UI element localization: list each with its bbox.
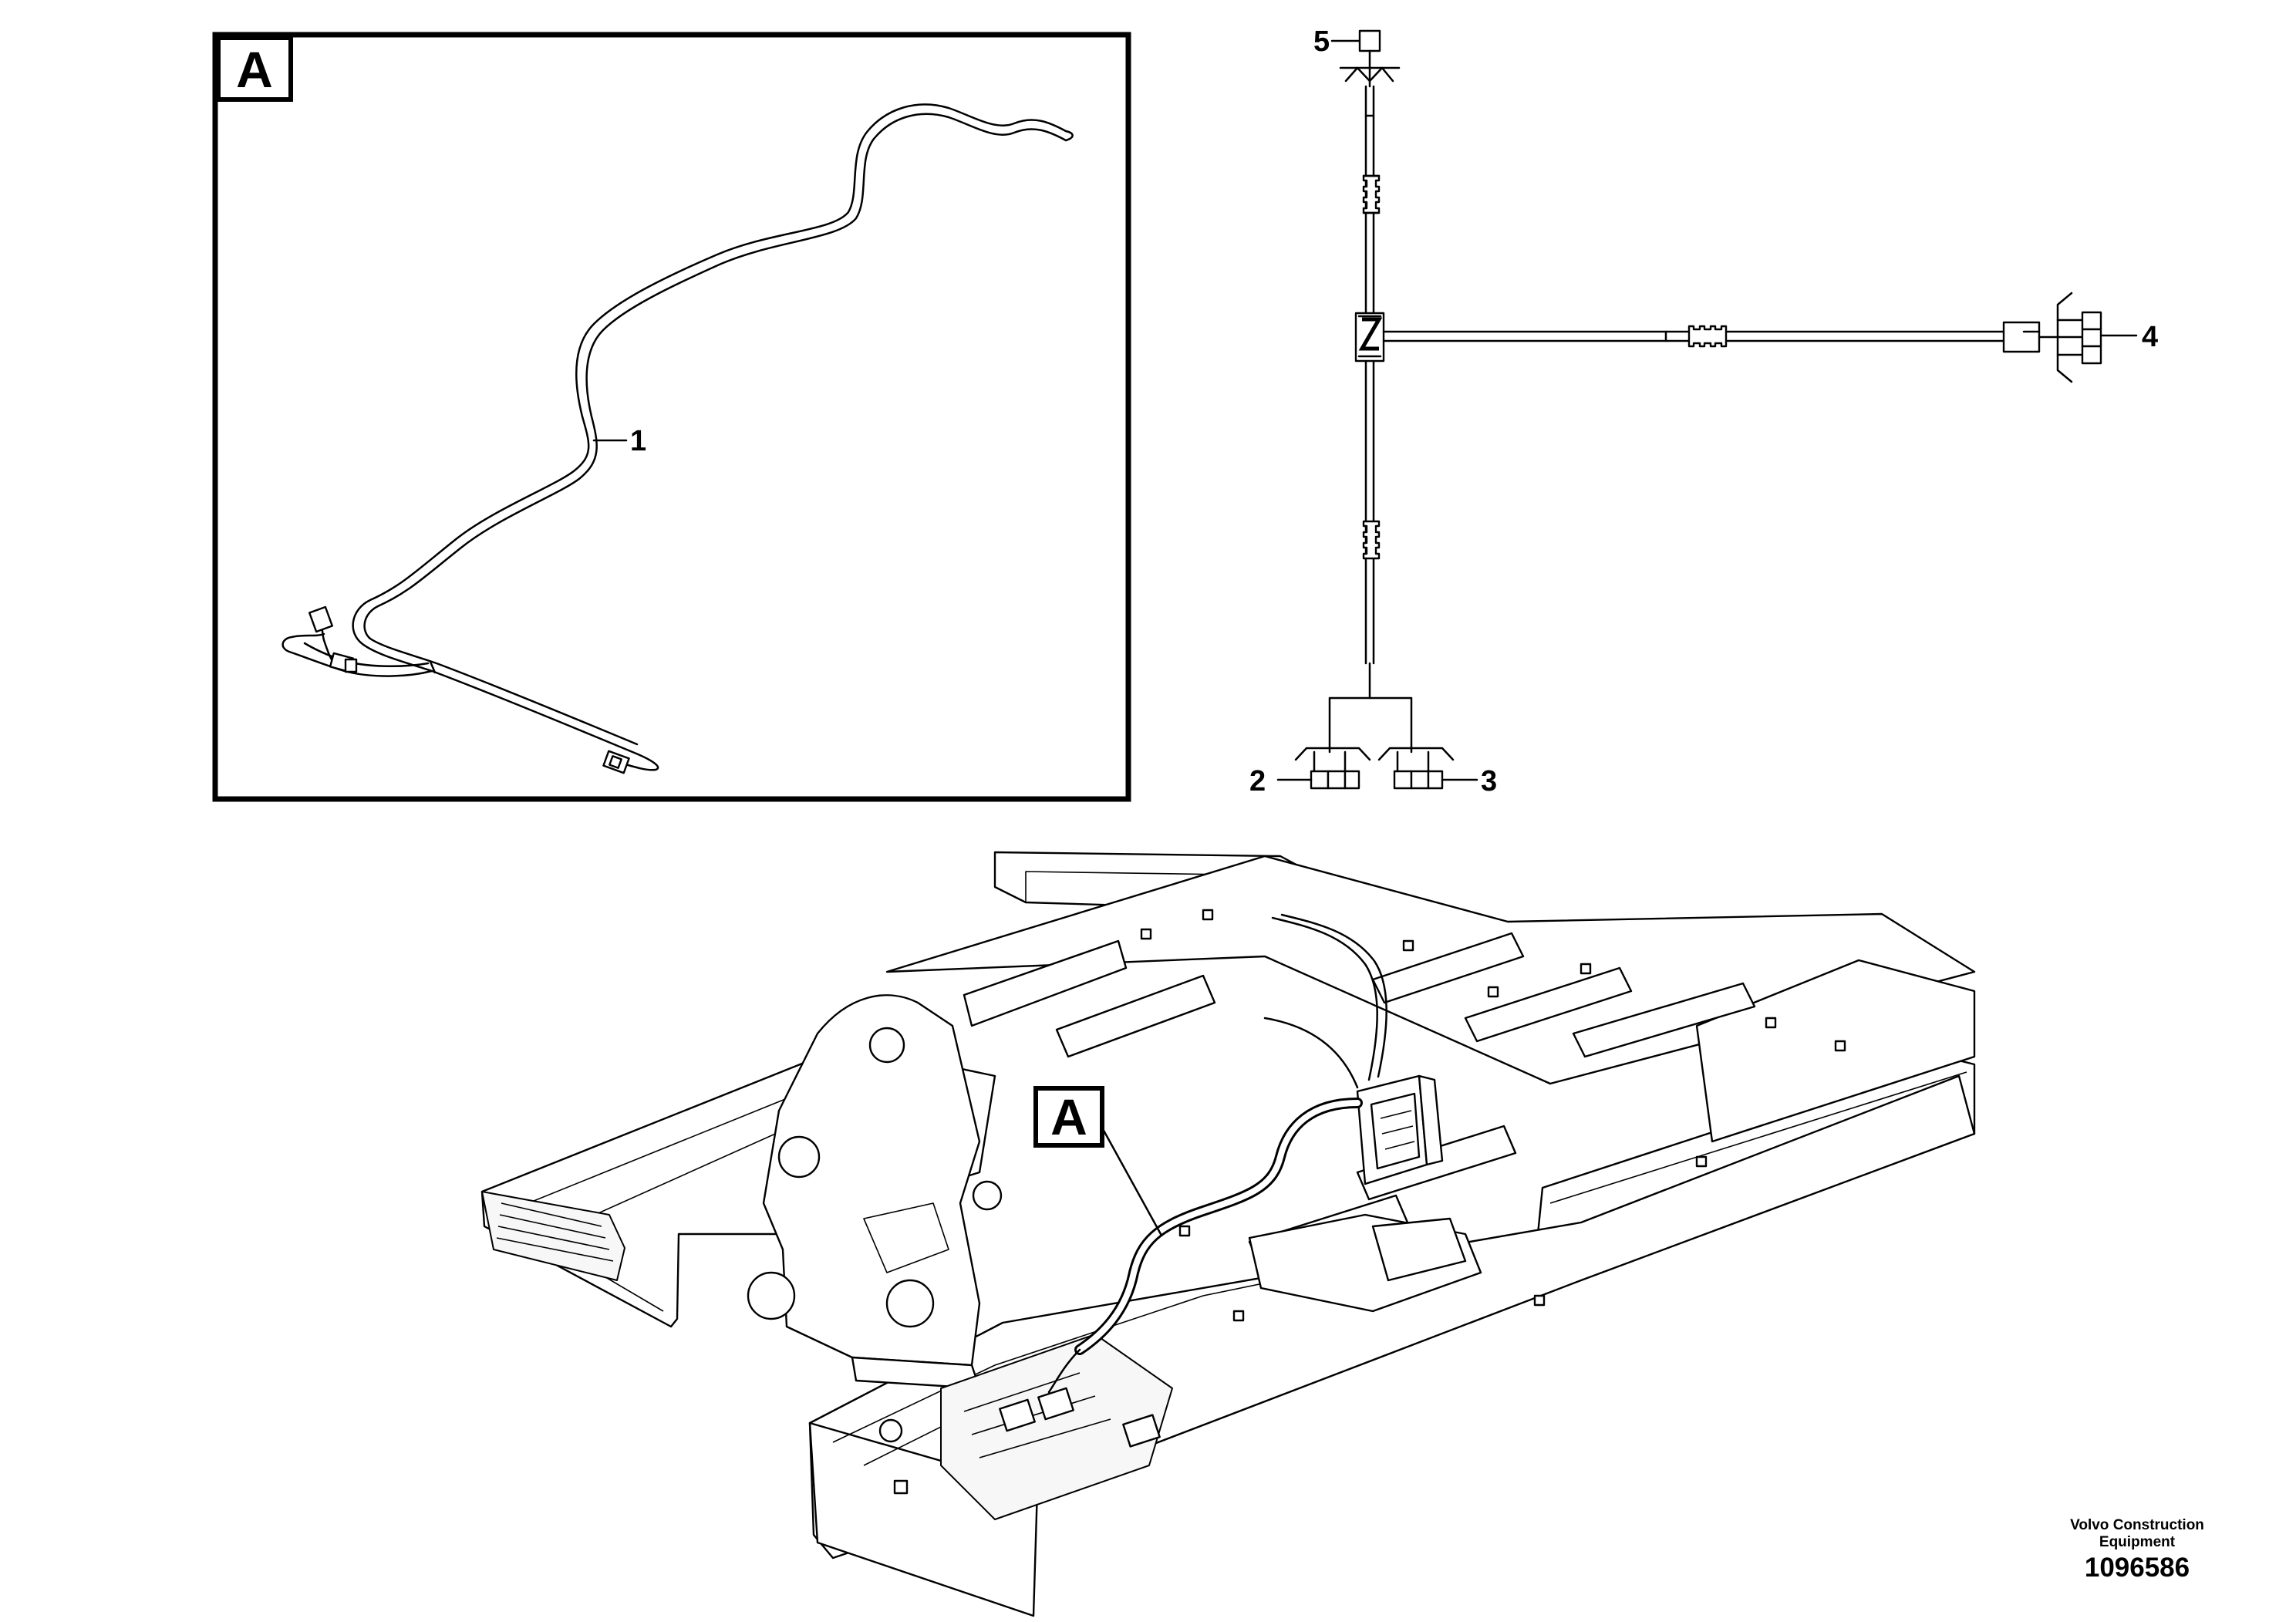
- boom-mount: [747, 994, 1003, 1390]
- center-plate: [1248, 1213, 1482, 1313]
- callout-1: 1: [630, 425, 646, 457]
- credit-block: Volvo Construction Equipment 1096586: [2052, 1517, 2222, 1585]
- company-name: Volvo Construction Equipment: [2070, 1517, 2204, 1550]
- machine-frame-assembly: A: [480, 851, 1976, 1617]
- connector-5: [1358, 29, 1381, 52]
- frame-bolts: [878, 909, 1846, 1495]
- sleeve-lower: [1362, 520, 1381, 560]
- callout-3: 3: [1481, 765, 1497, 798]
- control-valve-block: [940, 1334, 1173, 1520]
- sleeve-upper: [1362, 174, 1381, 214]
- assembly-letter: A: [1050, 1088, 1087, 1145]
- drawing-number: 1096586: [2084, 1553, 2190, 1583]
- connector-3: [1377, 747, 1455, 790]
- connector-2: [1294, 747, 1371, 790]
- access-step: [481, 1191, 625, 1281]
- detail-view-a: A 1: [212, 32, 1131, 802]
- callout-4: 4: [2142, 321, 2158, 353]
- routed-harness: [1047, 1098, 1363, 1394]
- wire-harness-1: [282, 103, 1074, 774]
- connector-4-socket: [2002, 321, 2041, 353]
- callout-2: 2: [1249, 765, 1266, 798]
- wiring-schematic: 5: [1249, 25, 2158, 798]
- assembly-letter-box: [1033, 1086, 1104, 1148]
- leader-a: [1101, 1126, 1162, 1236]
- callout-5: 5: [1313, 25, 1330, 58]
- control-box: [1356, 1074, 1444, 1185]
- sleeve-horizontal: [1687, 325, 1728, 348]
- junction-splice: [1354, 312, 1385, 363]
- detail-frame: [212, 32, 1131, 802]
- detail-letter-box: [216, 35, 293, 102]
- detail-letter: A: [236, 41, 273, 98]
- connector-4: [2081, 311, 2102, 331]
